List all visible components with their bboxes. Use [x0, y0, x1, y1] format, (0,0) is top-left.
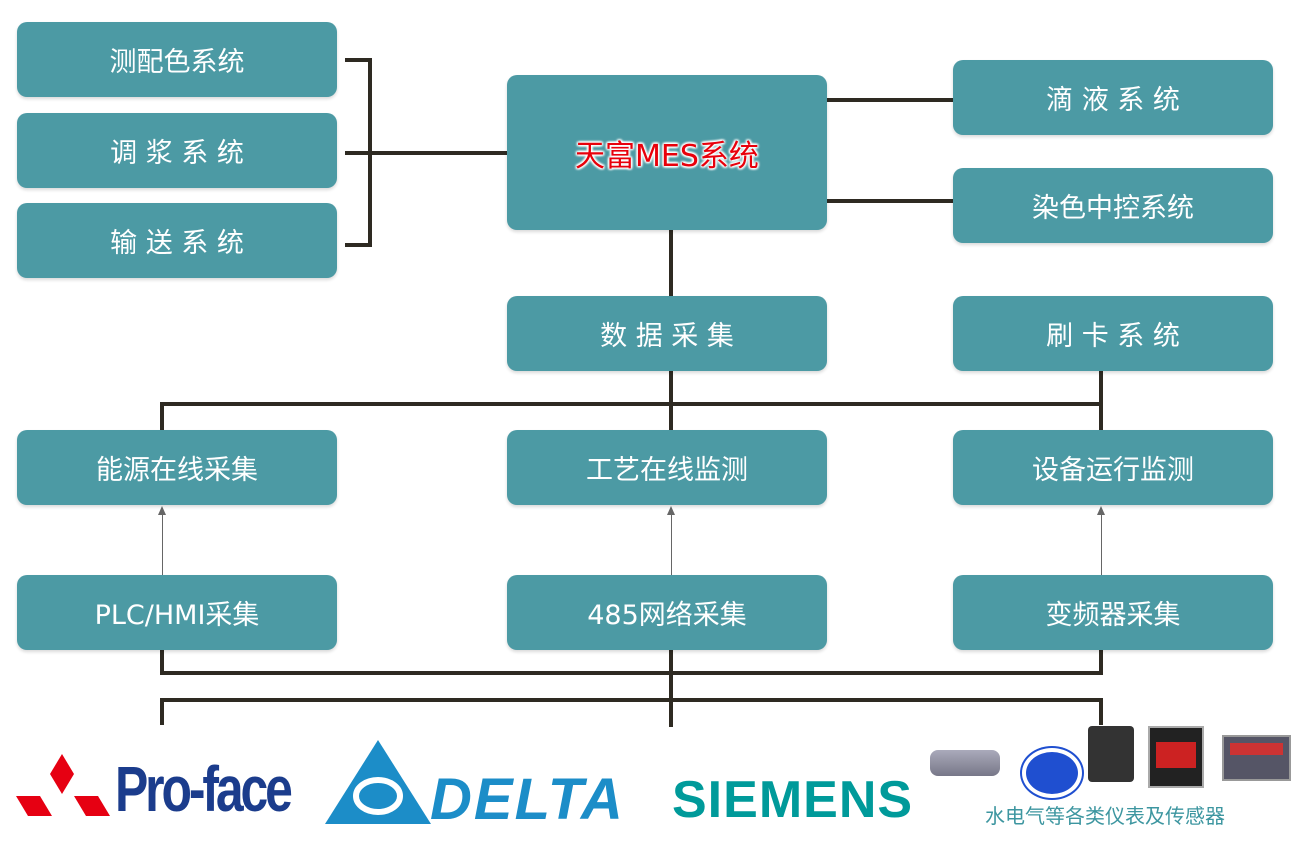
- mitsubishi-logo-icon: [16, 754, 110, 816]
- plc-hmi-box: PLC/HMI采集: [17, 575, 337, 650]
- system-box-dyeing-control: 染色中控系统: [953, 168, 1273, 243]
- connector: [160, 698, 1103, 702]
- mes-system-box: 天富MES系统: [507, 75, 827, 230]
- system-box-conveying: 输 送 系 统: [17, 203, 337, 278]
- rs485-box: 485网络采集: [507, 575, 827, 650]
- connector: [345, 58, 372, 62]
- connector: [669, 230, 673, 296]
- connector: [160, 650, 164, 675]
- arrow-up-icon: [667, 506, 675, 575]
- inverter-box: 变频器采集: [953, 575, 1273, 650]
- electromagnetic-flowmeter-icon: [1022, 748, 1082, 798]
- delta-logo-icon: [325, 740, 431, 824]
- connector: [345, 243, 372, 247]
- digital-display-meter-icon: [1222, 735, 1291, 781]
- delta-logo: DELTA: [430, 767, 625, 832]
- connector: [345, 151, 507, 155]
- mes-title: 天富MES系统: [575, 138, 759, 174]
- connector: [827, 199, 953, 203]
- system-box-dripping: 滴 液 系 统: [953, 60, 1273, 135]
- data-collection-box: 数 据 采 集: [507, 296, 827, 371]
- connector: [160, 402, 1103, 406]
- instruments-label: 水电气等各类仪表及传感器: [985, 804, 1225, 828]
- connector: [1099, 650, 1103, 675]
- proface-logo: Pro-face: [115, 753, 293, 825]
- connector: [160, 402, 164, 430]
- connector: [1099, 371, 1103, 430]
- temperature-controller-icon: [1148, 726, 1204, 788]
- siemens-logo: SIEMENS: [672, 771, 914, 829]
- equipment-monitoring-box: 设备运行监测: [953, 430, 1273, 505]
- connector: [160, 698, 164, 725]
- electric-meter-icon: [1088, 726, 1134, 782]
- arrow-up-icon: [158, 506, 166, 575]
- arrow-up-icon: [1097, 506, 1105, 575]
- process-monitoring-box: 工艺在线监测: [507, 430, 827, 505]
- system-box-paste: 调 浆 系 统: [17, 113, 337, 188]
- energy-collection-box: 能源在线采集: [17, 430, 337, 505]
- connector: [669, 650, 673, 727]
- connector: [827, 98, 953, 102]
- flowmeter-icon: [930, 750, 1000, 776]
- system-box-color-matching: 测配色系统: [17, 22, 337, 97]
- card-system-box: 刷 卡 系 统: [953, 296, 1273, 371]
- connector: [160, 671, 1103, 675]
- connector: [669, 371, 673, 430]
- connector: [1099, 698, 1103, 725]
